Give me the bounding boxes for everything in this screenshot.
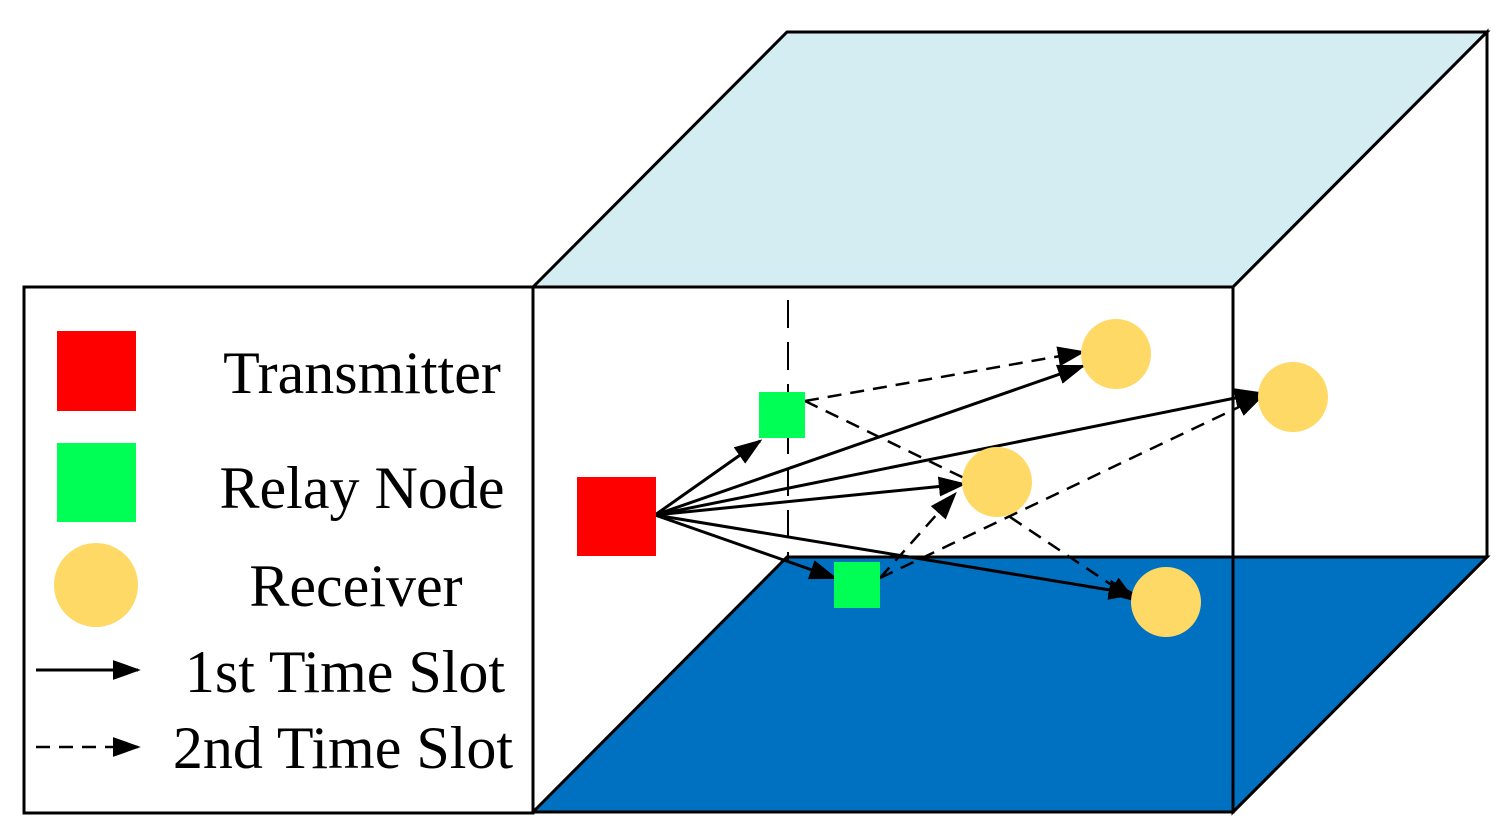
link-receiver-middle-to-receiver-bottom <box>1009 515 1137 602</box>
transmitter-node <box>577 477 656 556</box>
legend-relay-swatch <box>57 443 136 522</box>
room-floor <box>529 555 1491 814</box>
relay-node-lower <box>834 562 880 608</box>
receiver-node-right <box>1258 362 1328 432</box>
link-relay-lower-to-receiver-middle <box>879 491 957 579</box>
legend-first-slot-label: 1st Time Slot <box>185 639 505 705</box>
link-tx-to-relay-upper <box>654 439 763 517</box>
legend-relay-label: Relay Node <box>220 455 505 521</box>
legend-receiver-label: Receiver <box>249 553 462 619</box>
legend-transmitter-label: Transmitter <box>223 340 501 406</box>
link-tx-to-relay-lower <box>654 513 838 580</box>
room-box <box>529 28 1491 816</box>
relay-node-upper <box>759 392 805 438</box>
nodes <box>577 319 1328 637</box>
link-tx-to-receiver-right <box>654 388 1263 517</box>
link-relay-lower-to-receiver-right <box>879 394 1265 580</box>
receiver-node-top <box>1081 319 1151 389</box>
second-slot-links <box>804 346 1265 602</box>
link-relay-upper-to-receiver-middle <box>804 399 967 481</box>
link-relay-upper-to-receiver-top <box>804 346 1086 403</box>
receiver-node-middle <box>962 447 1032 517</box>
link-tx-to-receiver-bottom <box>654 513 1137 600</box>
link-tx-to-receiver-middle <box>654 476 967 517</box>
link-tx-to-receiver-top <box>654 364 1086 517</box>
legend-transmitter-swatch <box>57 331 136 411</box>
legend-second-slot-label: 2nd Time Slot <box>173 715 513 781</box>
first-slot-links <box>654 364 1263 600</box>
legend: Transmitter Relay Node Receiver 1st Time… <box>22 285 535 815</box>
legend-receiver-swatch <box>54 543 138 627</box>
receiver-node-bottom <box>1131 567 1201 637</box>
